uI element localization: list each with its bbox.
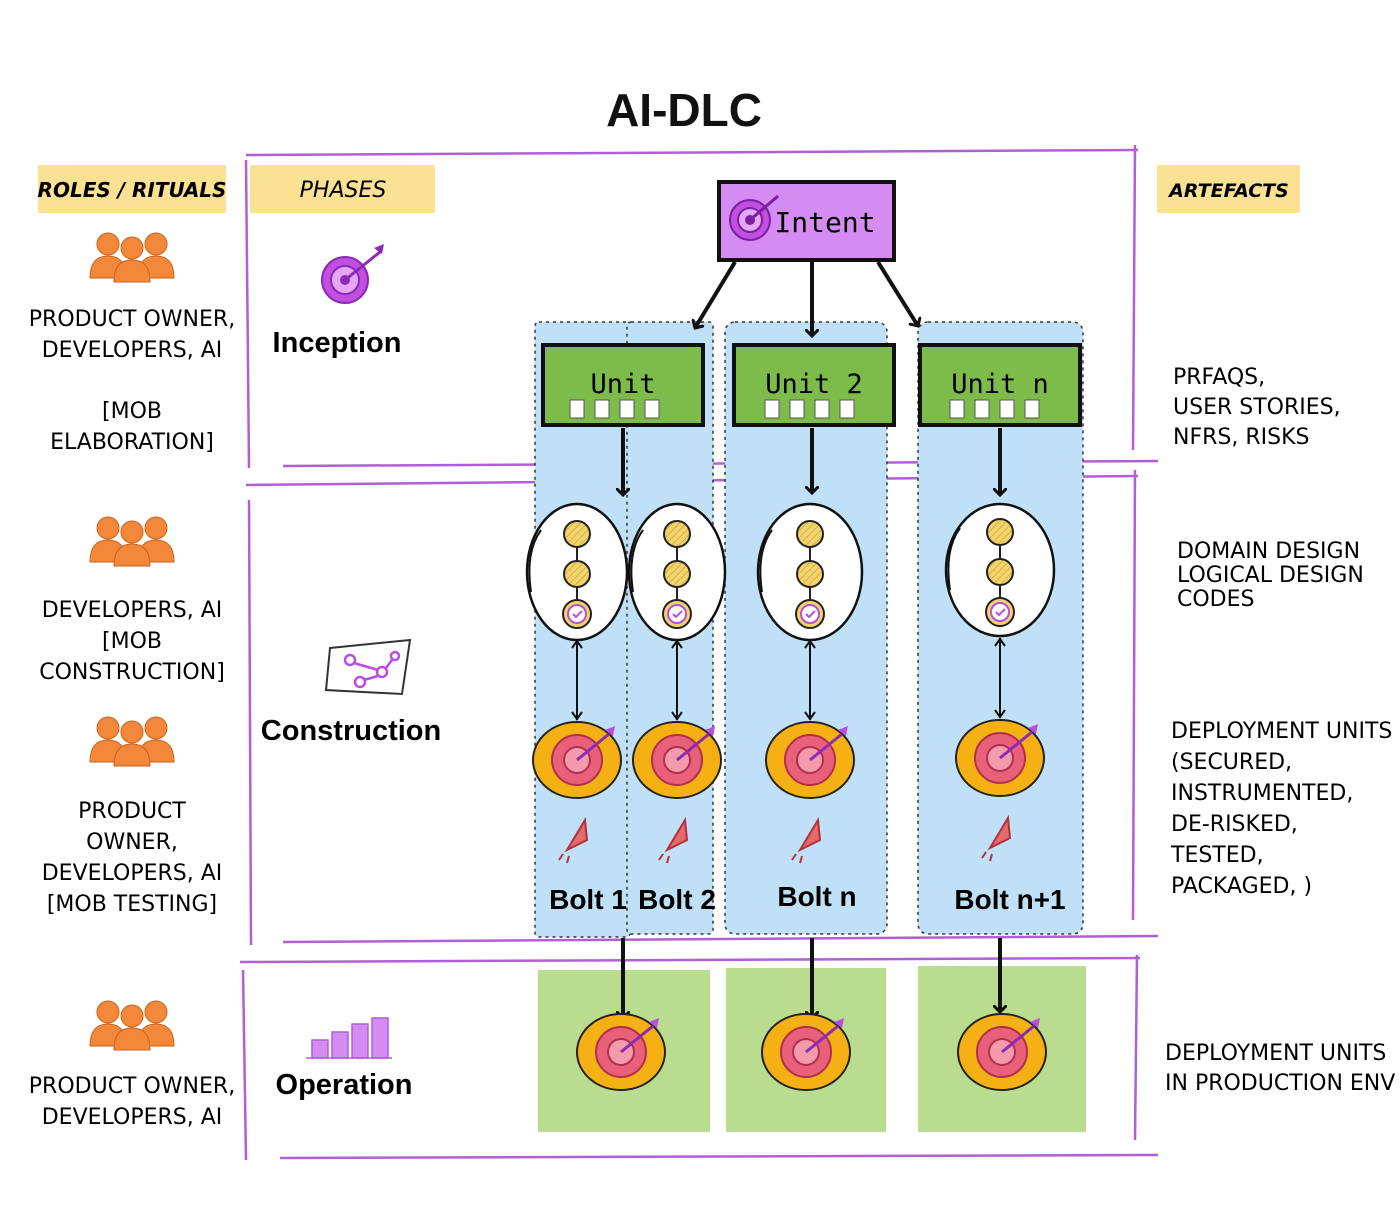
bolt-cycle — [756, 502, 864, 642]
bolt-label-n: Bolt n — [777, 881, 856, 912]
phase-operation: Operation — [276, 1017, 413, 1101]
role-inception-1: PRODUCT OWNER,DEVELOPERS, AI — [29, 307, 235, 363]
step-node — [663, 520, 691, 548]
artefacts-header: ARTEFACTS — [1157, 165, 1300, 213]
unit-arrows — [623, 428, 1000, 495]
intent-arrows — [695, 260, 918, 336]
bolt-cycles — [525, 502, 1056, 864]
rocket-icon — [981, 814, 1012, 862]
step-node — [796, 520, 824, 548]
people-icon — [89, 232, 175, 283]
cycle-connector — [994, 637, 1006, 719]
intent-label: Intent — [774, 206, 875, 239]
deployment-target-icon — [532, 721, 622, 799]
step-node — [986, 518, 1014, 546]
people-icon — [89, 1000, 175, 1051]
roles-header-label: ROLES / RITUALS — [38, 178, 227, 202]
document-icons — [569, 399, 660, 419]
deployment-target-icon — [765, 721, 855, 799]
sketch-icon — [324, 638, 412, 696]
people-icon — [89, 716, 175, 767]
unit-label-1: Unit — [590, 369, 655, 400]
cycle-connector — [571, 639, 583, 721]
people-icons — [89, 232, 175, 1051]
rocket-icon — [791, 816, 822, 864]
bolt-label-2: Bolt 2 — [638, 884, 716, 915]
phases-header-label: PHASES — [300, 178, 387, 203]
unit-label-2: Unit 2 — [765, 369, 863, 400]
role-operation-1: PRODUCT OWNER,DEVELOPERS, AI — [29, 1074, 235, 1130]
unit-box-1: Unit — [541, 343, 705, 427]
unit-box-3: Unit n — [918, 343, 1082, 427]
bolt-label-1: Bolt 1 — [549, 884, 627, 915]
bolt-cycle — [944, 502, 1056, 638]
people-icon — [89, 516, 175, 567]
production-target-icon — [957, 1013, 1047, 1091]
production-target-icon — [576, 1013, 666, 1091]
phase-name-inception: Inception — [273, 327, 402, 359]
roles-header: ROLES / RITUALS — [38, 165, 227, 213]
bolt-cycle — [627, 502, 727, 642]
check-icon — [662, 599, 692, 629]
step-node — [563, 560, 591, 588]
artefact-inception: PRFAQS,USER STORIES,NFRS, RISKS — [1173, 365, 1341, 450]
rocket-icon — [558, 816, 589, 864]
artefact-construction-deploy: DEPLOYMENT UNITS(SECURED,INSTRUMENTED,DE… — [1170, 719, 1392, 899]
phase-inception: Inception — [273, 244, 402, 359]
document-icons — [949, 399, 1040, 419]
bar-chart-icon — [306, 1017, 392, 1059]
target-icon — [729, 194, 779, 241]
cycle-connector — [804, 639, 816, 721]
deployment-target-icon — [632, 721, 722, 799]
document-icons — [764, 399, 855, 419]
operation-targets — [576, 1013, 1047, 1091]
unit-box-2: Unit 2 — [732, 343, 896, 427]
phase-name-operation: Operation — [276, 1069, 413, 1101]
check-icon — [985, 597, 1015, 627]
bolt-label-n1: Bolt n+1 — [954, 884, 1065, 915]
step-node — [796, 560, 824, 588]
diagram-title: AI-DLC — [606, 84, 762, 136]
bolt-labels: Bolt 1 Bolt 2 Bolt n Bolt n+1 — [549, 881, 1066, 915]
deployment-target-icon — [955, 719, 1045, 797]
rocket-icon — [658, 816, 689, 864]
artefacts-text: PRFAQS,USER STORIES,NFRS, RISKS DOMAIN D… — [1165, 365, 1395, 1096]
check-icon — [562, 599, 592, 629]
phase-construction: Construction — [261, 638, 441, 747]
step-node — [563, 520, 591, 548]
intent-box: Intent — [717, 180, 896, 262]
operation-arrows — [623, 938, 1000, 1018]
cycle-connector — [671, 639, 683, 721]
step-node — [986, 558, 1014, 586]
production-target-icon — [761, 1013, 851, 1091]
phases-header: PHASES — [250, 165, 435, 213]
phase-name-construction: Construction — [261, 715, 441, 747]
artefacts-header-label: ARTEFACTS — [1167, 180, 1289, 202]
step-node — [663, 560, 691, 588]
target-icon — [321, 244, 384, 304]
check-icon — [795, 599, 825, 629]
bolt-cycle — [525, 502, 629, 642]
unit-label-3: Unit n — [951, 369, 1049, 400]
